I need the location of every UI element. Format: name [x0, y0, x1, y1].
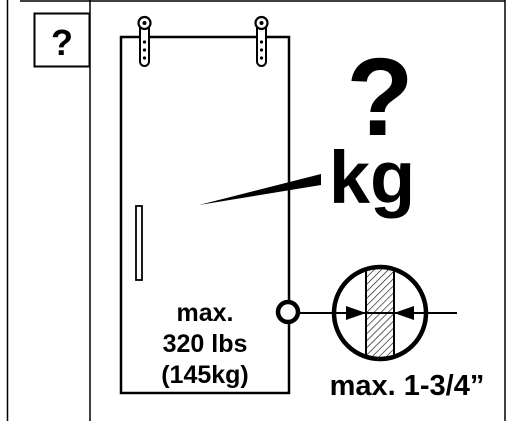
door-capacity-line-1: max.: [177, 299, 234, 327]
door-capacity-line-2: 320 lbs: [163, 330, 248, 358]
door-cross-section: [365, 267, 395, 359]
door-edge-marker: [275, 299, 301, 325]
question-badge-symbol: ?: [51, 22, 73, 63]
hanger-strap-right: [254, 15, 269, 67]
weight-unit-label: kg: [329, 136, 415, 219]
thickness-arrow-left: [346, 306, 366, 320]
door-slab: [119, 35, 291, 395]
door-capacity-line-3: (145kg): [161, 361, 249, 389]
thickness-arrow-right: [394, 306, 414, 320]
hanger-strap-left: [137, 15, 152, 67]
weight-question-mark: ?: [346, 36, 413, 159]
max-thickness-label: max. 1-3/4”: [330, 370, 485, 402]
door-handle: [135, 205, 143, 281]
question-badge: ?: [33, 12, 91, 68]
thickness-detail-circle: [331, 264, 429, 362]
door-capacity-label: max. 320 lbs (145kg): [161, 299, 249, 389]
weight-pointer-wedge: [199, 174, 321, 205]
